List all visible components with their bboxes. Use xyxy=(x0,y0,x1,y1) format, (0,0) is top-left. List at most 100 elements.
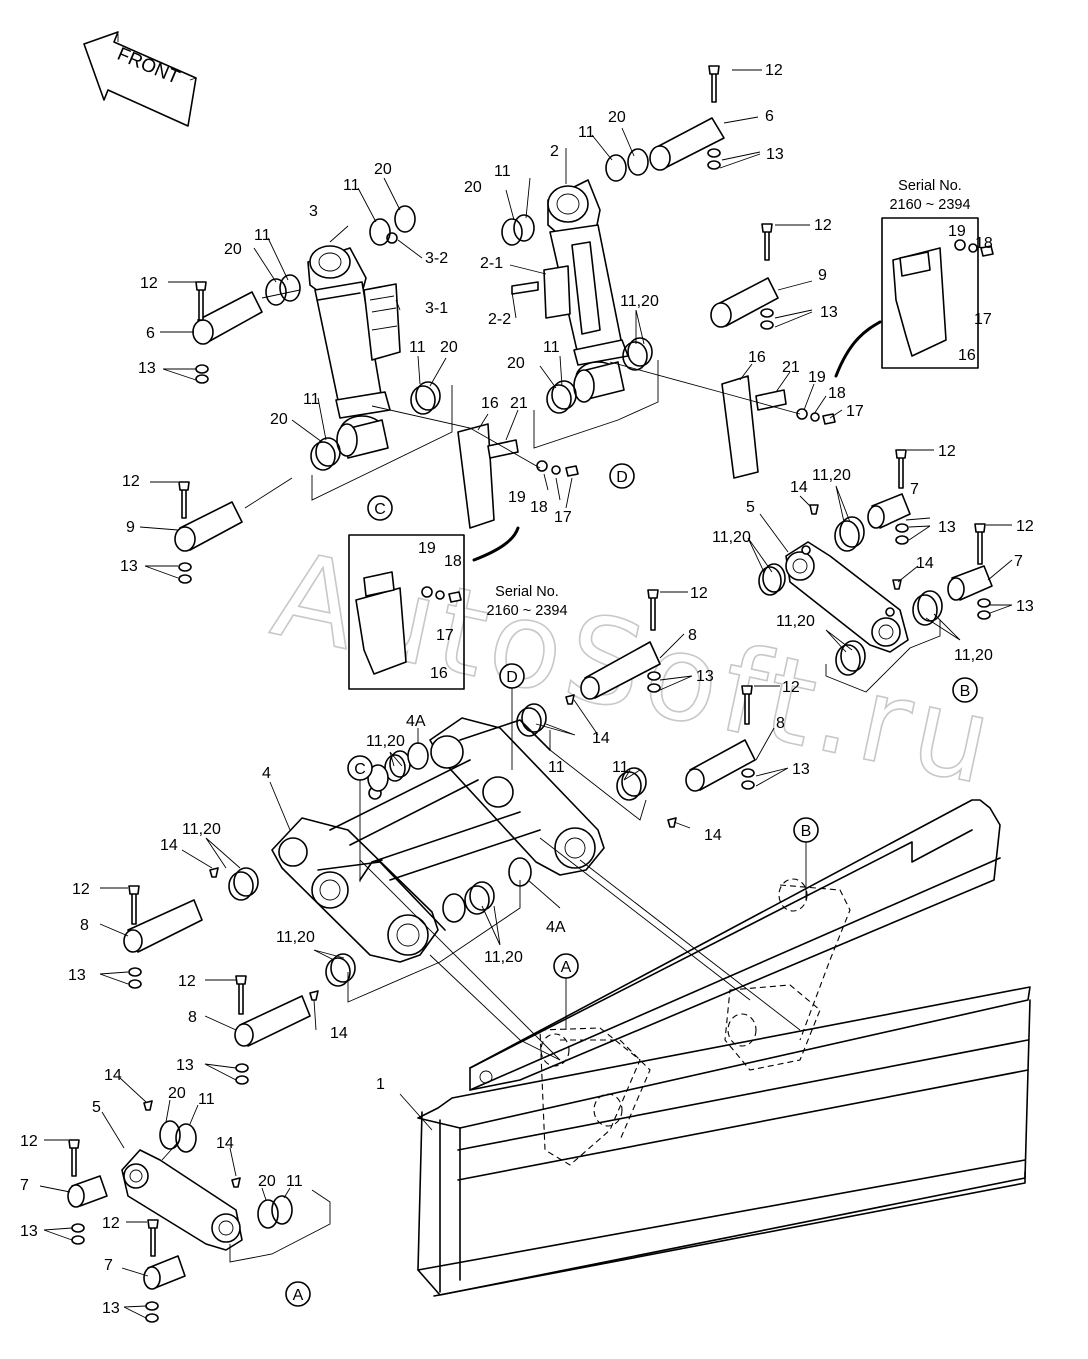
callout-12: 12 xyxy=(122,473,140,490)
pin-6-right xyxy=(649,117,725,171)
front-arrow-icon: FRONT xyxy=(83,31,197,127)
pin-8-top xyxy=(580,641,661,700)
callout-11-20: 11,20 xyxy=(620,293,659,310)
callout-11-20: 11,20 xyxy=(954,647,993,664)
callout-8: 8 xyxy=(688,627,697,644)
grease-fittings-14 xyxy=(143,504,902,1188)
pin-7-right-a xyxy=(867,493,911,529)
detail-a-label-bucket: A xyxy=(561,959,572,976)
callout-11: 11 xyxy=(548,759,565,776)
callout-20: 20 xyxy=(608,109,626,126)
callout-17: 17 xyxy=(974,311,992,328)
callout-12: 12 xyxy=(20,1133,38,1150)
callout-13: 13 xyxy=(138,360,156,377)
callout-12: 12 xyxy=(765,62,783,79)
callout-11: 11 xyxy=(409,339,426,356)
callout-11-20: 11,20 xyxy=(712,529,751,546)
callout-12: 12 xyxy=(814,217,832,234)
callout-18: 18 xyxy=(975,235,993,252)
callout-18: 18 xyxy=(828,385,846,402)
callout-14: 14 xyxy=(160,837,178,854)
callout-11: 11 xyxy=(494,163,511,180)
callout-20: 20 xyxy=(258,1173,276,1190)
detail-c-label: C xyxy=(374,501,386,518)
callout-8: 8 xyxy=(80,917,89,934)
callout-13: 13 xyxy=(120,558,138,575)
callout-13: 13 xyxy=(938,519,956,536)
callout-7: 7 xyxy=(1014,553,1023,570)
callout-20: 20 xyxy=(464,179,482,196)
callout-20: 20 xyxy=(168,1085,186,1102)
callout-11: 11 xyxy=(198,1091,215,1108)
callout-18: 18 xyxy=(444,553,462,570)
callout-7: 7 xyxy=(20,1177,29,1194)
pin-9-right xyxy=(710,277,779,328)
callout-20: 20 xyxy=(270,411,288,428)
link-5-left xyxy=(121,1149,243,1251)
leader-lines xyxy=(39,69,1013,1319)
detail-d-label: D xyxy=(616,469,628,486)
callout-11-20: 11,20 xyxy=(812,467,851,484)
callout-7: 7 xyxy=(910,481,919,498)
callout-14: 14 xyxy=(704,827,722,844)
callout-12: 12 xyxy=(690,585,708,602)
callout-9: 9 xyxy=(126,519,135,536)
callout-19: 19 xyxy=(948,223,966,240)
callout-17: 17 xyxy=(436,627,454,644)
pin-8-left xyxy=(123,899,203,953)
callout-16: 16 xyxy=(958,347,976,364)
callout-13: 13 xyxy=(766,146,784,163)
callout-6: 6 xyxy=(765,108,774,125)
bolts-12 xyxy=(68,65,986,1257)
callout-labels: 12 6 13 12 9 13 20 11 2 11 20 2-1 2-2 11… xyxy=(20,62,1034,1317)
callout-14: 14 xyxy=(790,479,808,496)
callout-1: 1 xyxy=(376,1076,385,1093)
callout-16: 16 xyxy=(748,349,766,366)
callout-14: 14 xyxy=(916,555,934,572)
callout-7: 7 xyxy=(104,1257,113,1274)
callout-11: 11 xyxy=(343,177,360,194)
callout-3: 3 xyxy=(309,203,318,220)
callout-20: 20 xyxy=(224,241,242,258)
pin-9-left xyxy=(174,501,243,552)
callout-14: 14 xyxy=(216,1135,234,1152)
serial-label-bottom: Serial No. xyxy=(495,584,559,600)
serial-range-top: 2160 ~ 2394 xyxy=(889,197,970,213)
callout-11-20: 11,20 xyxy=(182,821,221,838)
callout-14: 14 xyxy=(104,1067,122,1084)
callout-13: 13 xyxy=(792,761,810,778)
callout-9: 9 xyxy=(818,267,827,284)
pin-8-lower xyxy=(234,995,311,1047)
callout-2-2: 2-2 xyxy=(488,311,511,328)
callout-13: 13 xyxy=(68,967,86,984)
detail-d-label-frame: D xyxy=(506,669,518,686)
callout-12: 12 xyxy=(178,973,196,990)
callout-4: 4 xyxy=(262,765,271,782)
callout-20: 20 xyxy=(440,339,458,356)
detail-b-label: B xyxy=(960,683,971,700)
detail-a-label: A xyxy=(293,1287,304,1304)
callout-2-1: 2-1 xyxy=(480,255,503,272)
seal-rings xyxy=(159,148,943,1229)
serial-label-top: Serial No. xyxy=(898,178,962,194)
callout-14: 14 xyxy=(330,1025,348,1042)
callout-11-20: 11,20 xyxy=(366,733,405,750)
callout-13: 13 xyxy=(176,1057,194,1074)
callout-16: 16 xyxy=(430,665,448,682)
callout-20: 20 xyxy=(507,355,525,372)
callout-12: 12 xyxy=(102,1215,120,1232)
callout-11: 11 xyxy=(286,1173,303,1190)
callout-11: 11 xyxy=(612,759,629,776)
callout-11: 11 xyxy=(303,391,320,408)
link-frame-4 xyxy=(271,717,605,963)
callout-4a: 4A xyxy=(546,919,566,936)
pin-7-left-b xyxy=(143,1255,186,1290)
callout-12: 12 xyxy=(938,443,956,460)
callout-11-20: 11,20 xyxy=(276,929,315,946)
callout-3-1: 3-1 xyxy=(425,300,448,317)
callout-19: 19 xyxy=(808,369,826,386)
callout-21: 21 xyxy=(782,359,800,376)
plates-16-21 xyxy=(457,375,836,529)
callout-19: 19 xyxy=(418,540,436,557)
